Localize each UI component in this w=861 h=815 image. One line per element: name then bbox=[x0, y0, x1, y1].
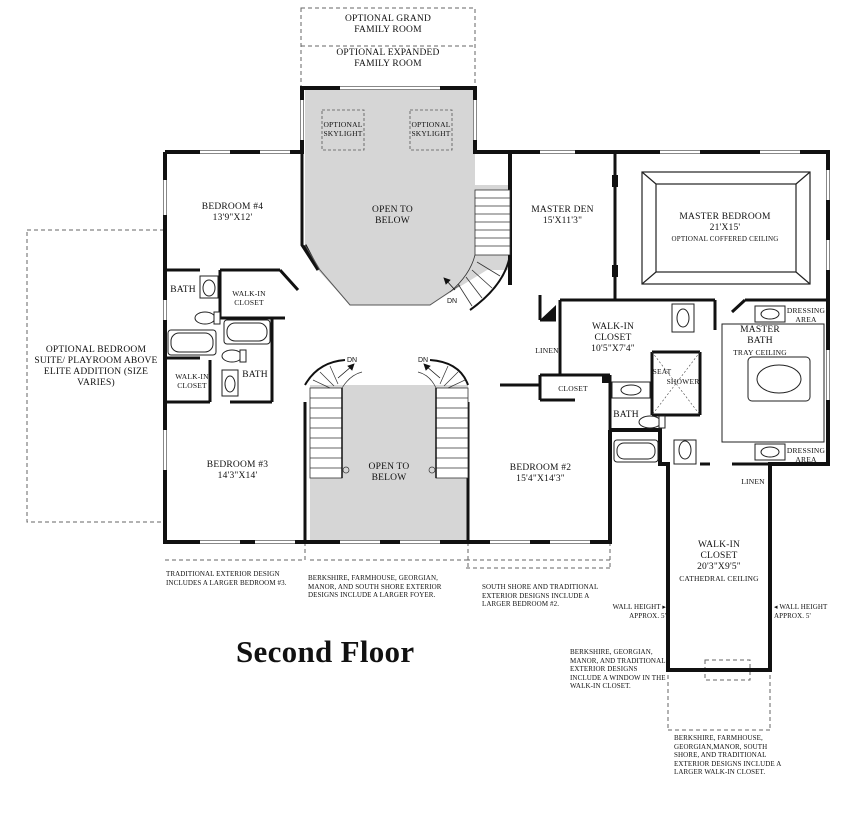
floor-title: Second Floor bbox=[236, 634, 415, 669]
coffered-ceiling bbox=[641, 171, 811, 285]
fixtures bbox=[167, 275, 811, 465]
note-window: BERKSHIRE, GEORGIAN, MANOR, AND TRADITIO… bbox=[570, 648, 666, 691]
optional-expanded-family-room-label: OPTIONAL EXPANDED FAMILY ROOM bbox=[336, 48, 440, 69]
wall-height-right: ◂ WALL HEIGHT APPROX. 5' bbox=[774, 603, 828, 620]
master-bedroom-label: MASTER BEDROOM 21'X15' OPTIONAL COFFERED… bbox=[671, 212, 779, 243]
walkin-closet-large-label: WALK-IN CLOSET 20'3"X9'5" CATHEDRAL CEIL… bbox=[679, 540, 759, 583]
bedroom-3-label: BEDROOM #3 14'3"X14' bbox=[206, 460, 269, 481]
stair-dn-upper: DN bbox=[447, 298, 458, 305]
shower-label: SHOWER bbox=[666, 377, 700, 386]
skylight-left-label: OPTIONAL SKYLIGHT bbox=[323, 120, 363, 138]
walkin-closet-a-label: WALK-IN CLOSET bbox=[232, 289, 266, 307]
grand-family-room-outline bbox=[300, 7, 476, 89]
linen-right-label: LINEN bbox=[741, 477, 765, 486]
open-to-below-upper-label: OPEN TO BELOW bbox=[372, 205, 413, 226]
note-foyer: BERKSHIRE, FARMHOUSE, GEORGIAN, MANOR, A… bbox=[308, 574, 442, 600]
windows bbox=[163, 86, 830, 544]
tray-ceiling bbox=[721, 323, 825, 443]
bedroom-4-label: BEDROOM #4 13'9"X12' bbox=[201, 202, 264, 223]
bath-upper-label: BATH bbox=[170, 285, 196, 295]
seat-label: SEAT bbox=[652, 367, 672, 376]
closet-label: CLOSET bbox=[558, 384, 588, 393]
open-to-below-upper-area bbox=[305, 88, 510, 305]
stair-dn-right: DN bbox=[418, 357, 429, 364]
skylight-right-label: OPTIONAL SKYLIGHT bbox=[411, 120, 451, 138]
walkin-closet-master-label: WALK-IN CLOSET 10'5"X7'4" bbox=[591, 322, 635, 354]
skylight-right-outline bbox=[409, 109, 453, 151]
dressing-area-top-label: DRESSING AREA bbox=[786, 306, 826, 324]
dressing-area-bottom-label: DRESSING AREA bbox=[786, 446, 826, 464]
note-traditional: TRADITIONAL EXTERIOR DESIGN INCLUDES A L… bbox=[166, 570, 287, 587]
bedroom-2-label: BEDROOM #2 15'4"X14'3" bbox=[509, 463, 572, 484]
upper-stair-treads bbox=[449, 189, 511, 311]
bath-right-label: BATH bbox=[613, 410, 639, 420]
stair-dn-left: DN bbox=[347, 357, 358, 364]
note-walkin: BERKSHIRE, FARMHOUSE, GEORGIAN,MANOR, SO… bbox=[674, 734, 782, 777]
skylight-left-outline bbox=[321, 109, 365, 151]
master-den-label: MASTER DEN 15'X11'3" bbox=[531, 205, 594, 226]
note-bedroom2: SOUTH SHORE AND TRADITIONAL EXTERIOR DES… bbox=[482, 583, 599, 609]
bath-left-label: BATH bbox=[242, 370, 268, 380]
walkin-closet-b-label: WALK-IN CLOSET bbox=[175, 372, 209, 390]
open-to-below-lower-label: OPEN TO BELOW bbox=[368, 462, 410, 483]
optional-bedroom-suite-label: OPTIONAL BEDROOM SUITE/ PLAYROOM ABOVE E… bbox=[34, 345, 158, 388]
linen-mid-label: LINEN bbox=[535, 346, 559, 355]
wall-height-left: WALL HEIGHT ▸ APPROX. 5' bbox=[612, 603, 666, 620]
optional-grand-family-room-label: OPTIONAL GRAND FAMILY ROOM bbox=[344, 14, 432, 35]
master-bath-label: MASTER BATH TRAY CEILING bbox=[733, 325, 787, 357]
lower-stair-treads bbox=[309, 387, 469, 479]
